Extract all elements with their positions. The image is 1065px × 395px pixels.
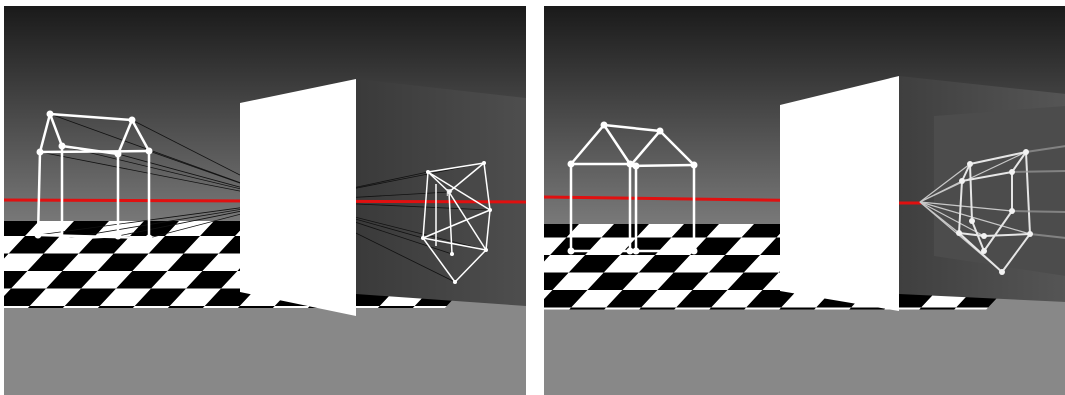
right-panel-scene <box>544 6 1065 395</box>
room-back-wall <box>934 106 1065 276</box>
left-panel-perspective-projection: P <box>4 6 526 395</box>
right-panel-perspective-projection <box>544 6 1065 395</box>
point-p-label: P <box>446 188 453 199</box>
white-projection-screen <box>240 79 356 316</box>
left-panel-scene: P <box>4 6 526 395</box>
white-projection-screen <box>780 76 899 311</box>
